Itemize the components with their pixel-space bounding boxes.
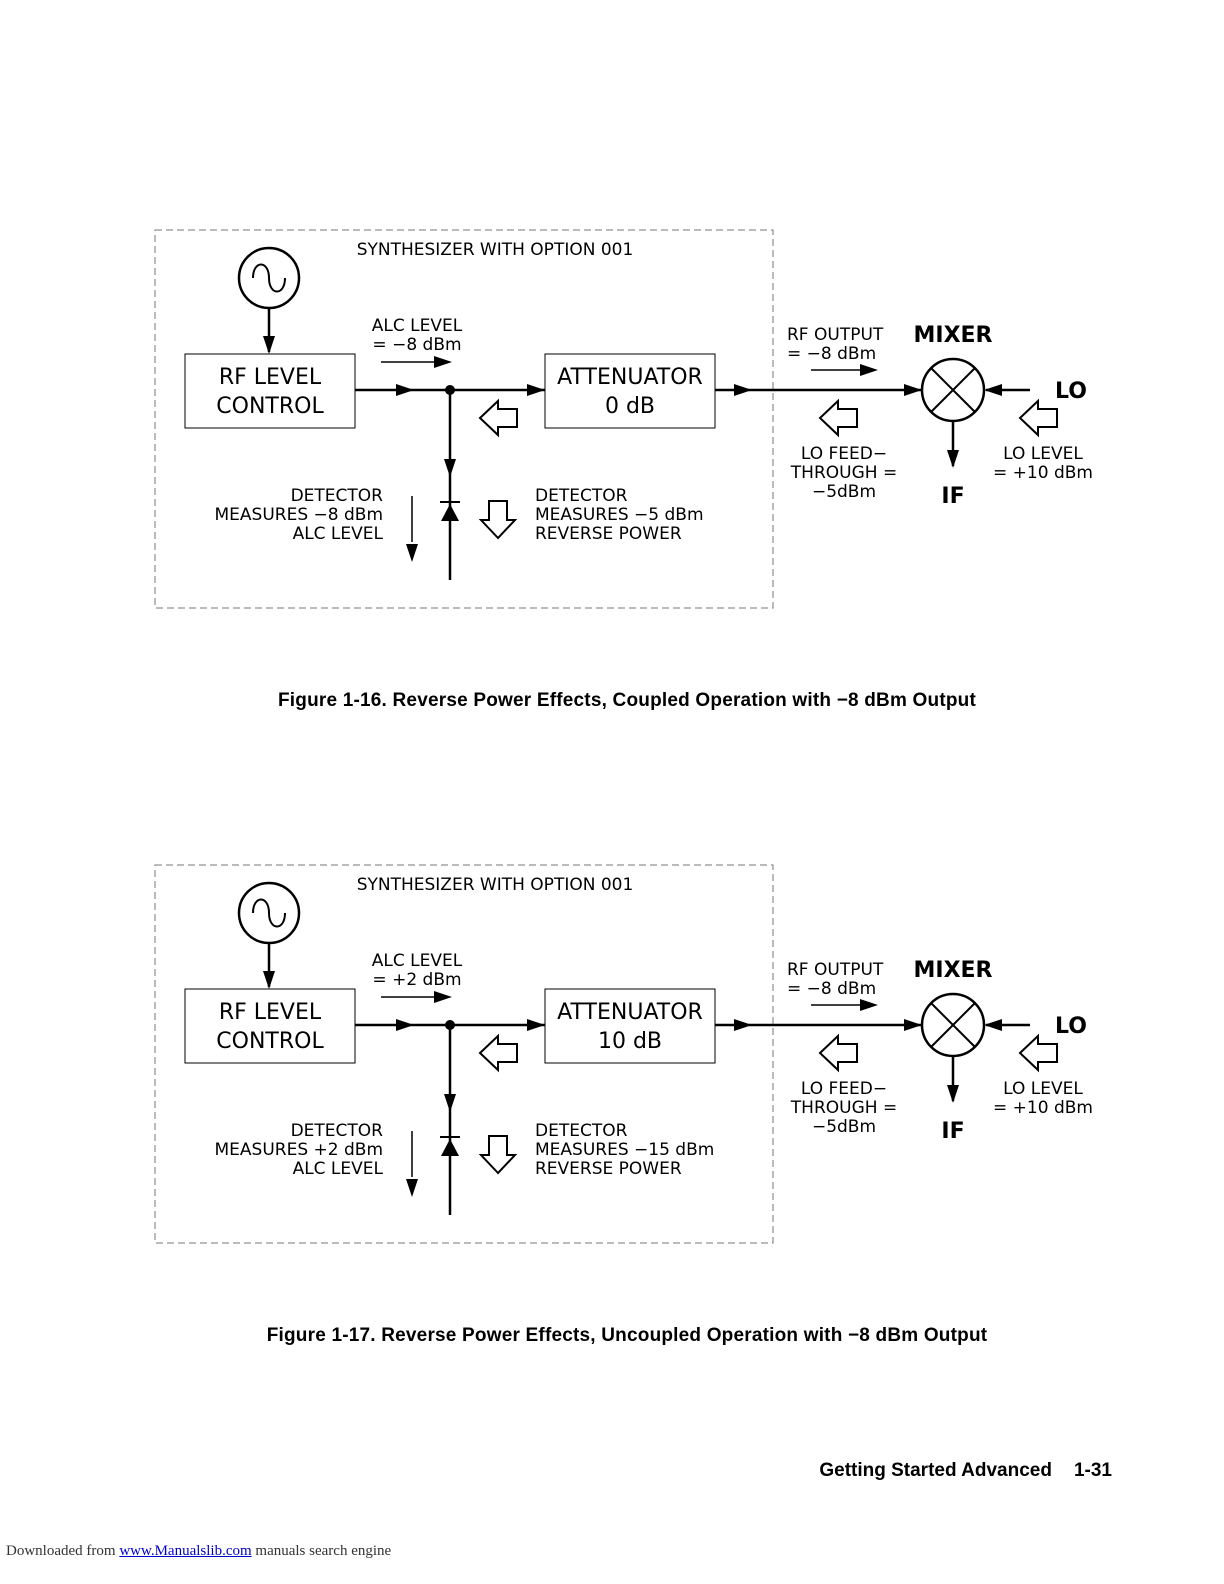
- detector-alc-label-line-2: MEASURES +2 dBm: [215, 1140, 384, 1160]
- alc-detector-arrow: [406, 1179, 418, 1197]
- lo-input-arrow: [984, 384, 1002, 396]
- rf-output-arrow: [860, 999, 878, 1011]
- attenuator-label-line-1: ATTENUATOR: [557, 1000, 703, 1025]
- alc-level-arrow: [434, 356, 452, 368]
- if-output-arrow: [947, 1085, 959, 1103]
- output-arrow-1: [734, 1019, 752, 1031]
- attenuator-box: [544, 353, 716, 429]
- footer-page-number: 1-31: [1073, 1460, 1112, 1481]
- lo-level-label-line-1: LO LEVEL: [1003, 444, 1083, 464]
- detector-alc-label-line-1: DETECTOR: [291, 486, 384, 506]
- detector-alc-label-line-3: ALC LEVEL: [293, 1159, 384, 1179]
- source-link[interactable]: www.Manualslib.com: [119, 1543, 252, 1559]
- detector-diode-icon: [441, 1139, 459, 1156]
- alc-level-label-line-2: = +2 dBm: [372, 970, 461, 990]
- lo-level-label-line-2: = +10 dBm: [993, 1098, 1093, 1118]
- signal-arrow-1: [396, 1019, 414, 1031]
- lo-feedthrough-label-line-1: LO FEED−: [801, 444, 887, 464]
- detector-diode-icon: [441, 504, 459, 521]
- lo-input-arrow: [984, 1019, 1002, 1031]
- signal-arrow-1: [396, 384, 414, 396]
- detector-reverse-label-line-3: REVERSE POWER: [535, 1159, 682, 1179]
- rf-output-label-line-2: = −8 dBm: [787, 344, 876, 364]
- lo-feedthrough-label-line-2: THROUGH =: [790, 1098, 897, 1118]
- source-prefix: Downloaded from: [6, 1543, 116, 1559]
- signal-arrow-2: [527, 1019, 545, 1031]
- rf-level-control-label-line-2: CONTROL: [216, 394, 324, 419]
- detector-alc-label-line-1: DETECTOR: [291, 1121, 384, 1141]
- alc-level-label-line-2: = −8 dBm: [372, 335, 461, 355]
- alc-level-label-line-1: ALC LEVEL: [372, 951, 463, 971]
- detector-reverse-label-line-1: DETECTOR: [535, 1121, 628, 1141]
- attenuator-label-line-2: 10 dB: [598, 1029, 662, 1054]
- lo-feedthrough-label-line-1: LO FEED−: [801, 1079, 887, 1099]
- detector-reverse-label-line-3: REVERSE POWER: [535, 524, 682, 544]
- page-footer: Getting Started Advanced 1-31: [819, 1460, 1112, 1482]
- reverse-power-arrow-in: [478, 398, 518, 438]
- lo-level-label-line-1: LO LEVEL: [1003, 1079, 1083, 1099]
- lo-feedthrough-arrow: [818, 398, 858, 438]
- source-line: Downloaded from www.Manualslib.com manua…: [6, 1543, 391, 1560]
- rf-level-control-box: [184, 353, 356, 429]
- lo-level-arrow: [1018, 1033, 1058, 1073]
- reverse-power-arrow-down: [478, 500, 518, 540]
- signal-arrow-2: [527, 384, 545, 396]
- lo-label: LO: [1055, 1014, 1087, 1039]
- lo-feedthrough-label-line-3: −5dBm: [812, 1117, 876, 1137]
- enclosure-label: SYNTHESIZER WITH OPTION 001: [357, 240, 634, 260]
- detector-reverse-label-line-1: DETECTOR: [535, 486, 628, 506]
- if-label: IF: [941, 484, 964, 509]
- figure-1-17-diagram: SYNTHESIZER WITH OPTION 001 RF LEVEL CONTR…: [154, 864, 1093, 1244]
- branch-arrow: [444, 459, 456, 477]
- synthesizer-enclosure: [154, 864, 774, 1244]
- rf-level-control-box: [184, 988, 356, 1064]
- mixer-cross-2: [930, 367, 976, 413]
- lo-level-arrow: [1018, 398, 1058, 438]
- sine-wave-icon: [252, 263, 286, 293]
- figure-1-16-caption: Figure 1-16. Reverse Power Effects, Coup…: [277, 690, 976, 711]
- mixer-cross-2: [930, 1002, 976, 1048]
- oscillator-arrow: [263, 336, 275, 354]
- if-label: IF: [941, 1119, 964, 1144]
- detector-reverse-label-line-2: MEASURES −5 dBm: [535, 505, 704, 525]
- figure-1-16-diagram: SYNTHESIZER WITH OPTION 001 RF LEVEL CONTR…: [154, 229, 1093, 609]
- oscillator-arrow: [263, 971, 275, 989]
- reverse-power-arrow-down: [478, 1135, 518, 1175]
- output-arrow-2: [904, 384, 922, 396]
- rf-level-control-label-line-1: RF LEVEL: [219, 1000, 322, 1025]
- mixer-label: MIXER: [913, 323, 992, 348]
- source-suffix: manuals search engine: [255, 1543, 392, 1559]
- detector-alc-label-line-2: MEASURES −8 dBm: [215, 505, 384, 525]
- detector-reverse-label-line-2: MEASURES −15 dBm: [535, 1140, 714, 1160]
- lo-feedthrough-label-line-2: THROUGH =: [790, 463, 897, 483]
- output-arrow-2: [904, 1019, 922, 1031]
- rf-level-control-label-line-1: RF LEVEL: [219, 365, 322, 390]
- lo-level-label-line-2: = +10 dBm: [993, 463, 1093, 483]
- footer-section-title: Getting Started Advanced: [819, 1460, 1052, 1481]
- detector-alc-label-line-3: ALC LEVEL: [293, 524, 384, 544]
- attenuator-label-line-2: 0 dB: [605, 394, 655, 419]
- branch-arrow: [444, 1094, 456, 1112]
- mixer-label: MIXER: [913, 958, 992, 983]
- output-arrow-1: [734, 384, 752, 396]
- rf-level-control-label-line-2: CONTROL: [216, 1029, 324, 1054]
- synthesizer-enclosure: [154, 229, 774, 609]
- attenuator-box: [544, 988, 716, 1064]
- lo-feedthrough-label-line-3: −5dBm: [812, 482, 876, 502]
- if-output-arrow: [947, 450, 959, 468]
- alc-level-arrow: [434, 991, 452, 1003]
- enclosure-label: SYNTHESIZER WITH OPTION 001: [357, 875, 634, 895]
- figure-1-17-caption: Figure 1-17. Reverse Power Effects, Unco…: [266, 1325, 988, 1346]
- rf-output-label-line-2: = −8 dBm: [787, 979, 876, 999]
- lo-feedthrough-arrow: [818, 1033, 858, 1073]
- lo-label: LO: [1055, 379, 1087, 404]
- alc-level-label-line-1: ALC LEVEL: [372, 316, 463, 336]
- attenuator-label-line-1: ATTENUATOR: [557, 365, 703, 390]
- rf-output-arrow: [860, 364, 878, 376]
- rf-output-label-line-1: RF OUTPUT: [787, 325, 884, 345]
- sine-wave-icon: [252, 898, 286, 928]
- reverse-power-arrow-in: [478, 1033, 518, 1073]
- rf-output-label-line-1: RF OUTPUT: [787, 960, 884, 980]
- alc-detector-arrow: [406, 544, 418, 562]
